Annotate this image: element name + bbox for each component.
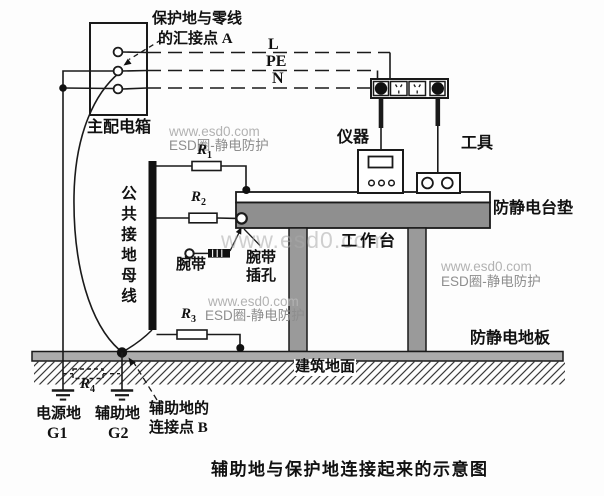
r1-symbol: R [197, 142, 208, 158]
tool-box [416, 172, 461, 194]
strip-cell-ground-left [372, 80, 390, 97]
r4-subscript: 4 [90, 384, 96, 395]
arrow-to-point-a [123, 39, 162, 66]
instrument-box [357, 149, 404, 194]
strip-cell-ground-right [429, 80, 446, 97]
resistor-r2 [156, 212, 248, 225]
label-point-b-line2: 连接点 B [149, 420, 208, 436]
label-resistor-r4: R4 [80, 376, 95, 395]
resistor-r3 [156, 329, 245, 352]
workbench-tabletop [235, 191, 491, 229]
socket-pin-holes [394, 84, 421, 94]
r4-symbol: R [80, 376, 91, 392]
table-leg-right [407, 227, 427, 353]
terminal-l [112, 46, 124, 58]
label-resistor-r2: R2 [191, 189, 206, 208]
ground-symbol-g1 [51, 389, 75, 401]
label-line-n: N [272, 70, 284, 87]
watermark-site: www.esd0.com [208, 294, 299, 309]
instrument-display [367, 155, 394, 169]
label-wrist-jack-line2: 插孔 [246, 268, 277, 284]
label-resistor-r3: R3 [181, 306, 196, 325]
resistor-r4-dashed [63, 368, 120, 380]
label-instrument: 仪器 [337, 129, 370, 146]
label-power-ground: 电源地 [36, 406, 82, 422]
label-main-distribution-box: 主配电箱 [87, 119, 152, 136]
tool-knob [421, 176, 434, 190]
resistor-r1 [156, 160, 251, 194]
label-junction-a-line1: 保护地与零线 [152, 11, 243, 27]
wire-bus-to-b [124, 329, 153, 352]
watermark-site: www.esd0.com [441, 259, 532, 274]
terminal-pe-point-a [112, 65, 124, 77]
label-workbench: 工作台 [341, 233, 399, 250]
watermark-site: www.esd0.com [169, 124, 260, 139]
ground-symbol-g2 [110, 389, 134, 401]
watermark-brand: ESD圈-静电防护 [205, 308, 305, 323]
label-wrist-jack-line1: 腕带 [246, 250, 277, 266]
terminal-n [112, 83, 124, 95]
junction-dot-pe-n [59, 84, 67, 92]
tool-knob [440, 176, 454, 190]
mat-connection-dot [242, 186, 251, 194]
ground-terminal-right [431, 82, 444, 95]
label-tool: 工具 [461, 135, 494, 152]
wrist-strap-symbol [184, 227, 261, 259]
pe-down-wire [59, 70, 114, 390]
instrument-knob [387, 179, 396, 187]
jack-label-leader [243, 228, 261, 246]
power-strip [370, 78, 449, 99]
watermark-brand: ESD圈-静电防护 [169, 138, 269, 153]
label-aux-ground-id: G2 [108, 425, 129, 442]
diagram-title: 辅助地与保护地连接起来的示意图 [211, 460, 489, 479]
r3-subscript: 3 [191, 314, 197, 325]
label-resistor-r1: R1 [197, 142, 212, 161]
ground-bus-bar [148, 161, 157, 330]
ground-terminal-left [374, 82, 388, 95]
instrument-knob [367, 179, 376, 187]
r3-symbol: R [181, 306, 192, 322]
label-junction-a-line2: 的汇接点 A [158, 31, 233, 47]
r1-subscript: 1 [207, 150, 213, 161]
socket-outlet [389, 80, 408, 97]
arrow-to-point-b [128, 357, 158, 401]
wrist-strap-coil [208, 249, 230, 258]
label-power-ground-id: G1 [47, 425, 68, 442]
main-distribution-box [89, 22, 148, 116]
instrument-knob [377, 179, 386, 187]
label-common-ground-bus: 公共接地母线 [119, 185, 137, 308]
r2-subscript: 2 [201, 197, 207, 208]
label-point-b-line1: 辅助地的 [149, 401, 210, 417]
watermark-brand: ESD圈-静电防护 [441, 274, 541, 289]
label-antistatic-mat: 防静电台垫 [493, 200, 574, 217]
wire-a-to-b [73, 72, 121, 351]
label-line-l: L [268, 36, 279, 53]
r2-symbol: R [191, 189, 202, 205]
label-antistatic-floor: 防静电地板 [470, 330, 551, 347]
label-line-pe: PE [266, 53, 287, 70]
label-wrist-strap: 腕带 [176, 257, 207, 273]
floor-connection-dot [236, 344, 245, 352]
label-aux-ground: 辅助地 [95, 406, 141, 422]
watermark-site-large: www.esd0.com [221, 227, 388, 253]
arrow-to-jack [235, 227, 242, 235]
tabletop-slab [235, 201, 491, 229]
wrist-jack-circle [235, 212, 248, 225]
socket-outlet [408, 80, 427, 97]
label-building-ground: 建筑地面 [294, 359, 357, 376]
